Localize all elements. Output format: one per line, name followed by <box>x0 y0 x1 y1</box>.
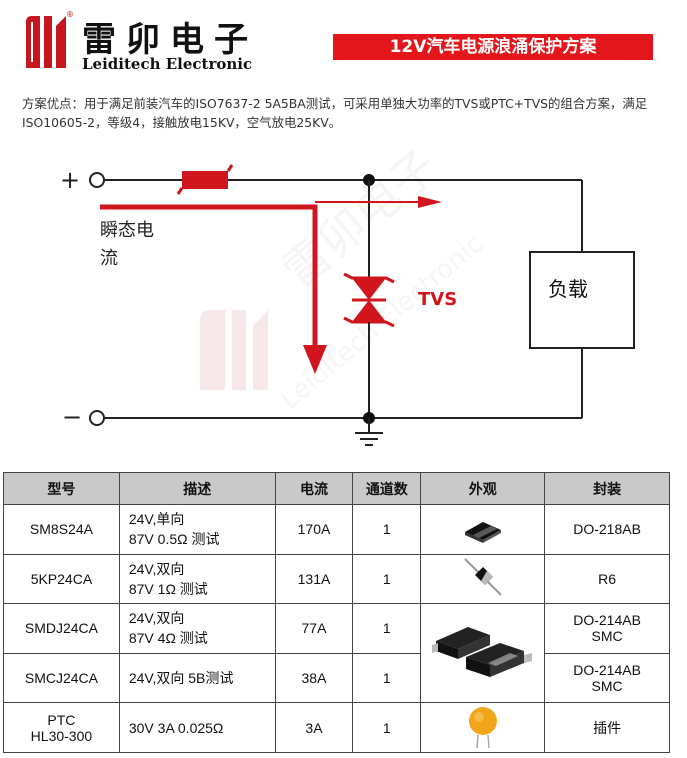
cell-channels: 1 <box>352 702 422 753</box>
axial-diode-icon <box>463 558 502 596</box>
minus-terminal-label: − <box>62 403 82 431</box>
cell-package: DO-218AB <box>544 504 670 555</box>
load-label: 负载 <box>548 277 588 301</box>
smc-package-icon <box>431 626 532 677</box>
leiditech-logo-icon <box>26 16 66 68</box>
header-current: 电流 <box>274 472 354 505</box>
table-header-row: 型号 描述 电流 通道数 外观 封装 <box>3 472 670 505</box>
cell-appearance <box>420 504 546 555</box>
cell-channels: 1 <box>352 652 422 703</box>
header-package: 封装 <box>544 472 670 505</box>
cell-description: 30V 3A 0.025Ω <box>118 702 276 753</box>
ptc-fuse <box>182 171 228 189</box>
surge-current-label-line2: 流 <box>100 248 118 269</box>
header-appearance: 外观 <box>420 472 546 505</box>
page-title: 12V汽车电源浪涌保护方案 <box>333 34 653 60</box>
logo-english-name: Leiditech Electronic <box>82 55 253 73</box>
ptc-disc-icon <box>468 707 497 749</box>
cell-channels: 1 <box>352 603 422 654</box>
logo-chinese-name: 雷卯电子 <box>82 20 258 60</box>
surge-current-arrow <box>100 196 442 374</box>
plus-terminal-label: + <box>60 166 80 194</box>
cell-channels: 1 <box>352 553 422 604</box>
cell-current: 131A <box>274 553 354 604</box>
header: ® 雷卯电子 Leiditech Electronic 12V汽车电源浪涌保护方… <box>0 0 687 80</box>
cell-appearance <box>420 603 546 703</box>
ground-icon <box>355 418 383 446</box>
cell-model: SMCJ24CA <box>3 652 120 703</box>
cell-description: 24V,双向 5B测试 <box>118 652 276 703</box>
header-model: 型号 <box>3 472 120 505</box>
cell-model: 5KP24CA <box>3 553 120 604</box>
header-description: 描述 <box>118 472 276 505</box>
header-channels: 通道数 <box>352 472 422 505</box>
cell-current: 170A <box>274 504 354 555</box>
cell-current: 38A <box>274 652 354 703</box>
cell-model: SM8S24A <box>3 504 120 555</box>
surge-current-label-line1: 瞬态电 <box>100 220 154 241</box>
plus-terminal <box>89 172 105 188</box>
load-box <box>529 251 635 349</box>
cell-model: SMDJ24CA <box>3 603 120 654</box>
registered-mark: ® <box>66 10 74 19</box>
cell-current: 3A <box>274 702 354 753</box>
cell-channels: 1 <box>352 504 422 555</box>
watermark: 雷卯电子 Leiditech Electronic <box>200 150 489 415</box>
cell-appearance <box>420 553 546 604</box>
scheme-advantages-text: 方案优点：用于满足前装汽车的ISO7637-2 5A5BA测试，可采用单独大功率… <box>22 96 648 130</box>
cell-package: 插件 <box>544 702 670 753</box>
cell-package: R6 <box>544 553 670 604</box>
smd-diode-small-icon <box>464 521 501 543</box>
cell-current: 77A <box>274 603 354 654</box>
cell-appearance <box>420 702 546 753</box>
tvs-label: TVS <box>418 289 457 310</box>
circuit-diagram: 雷卯电子 Leiditech Electronic + − 负载 TVS <box>60 150 635 446</box>
minus-terminal <box>89 410 105 426</box>
